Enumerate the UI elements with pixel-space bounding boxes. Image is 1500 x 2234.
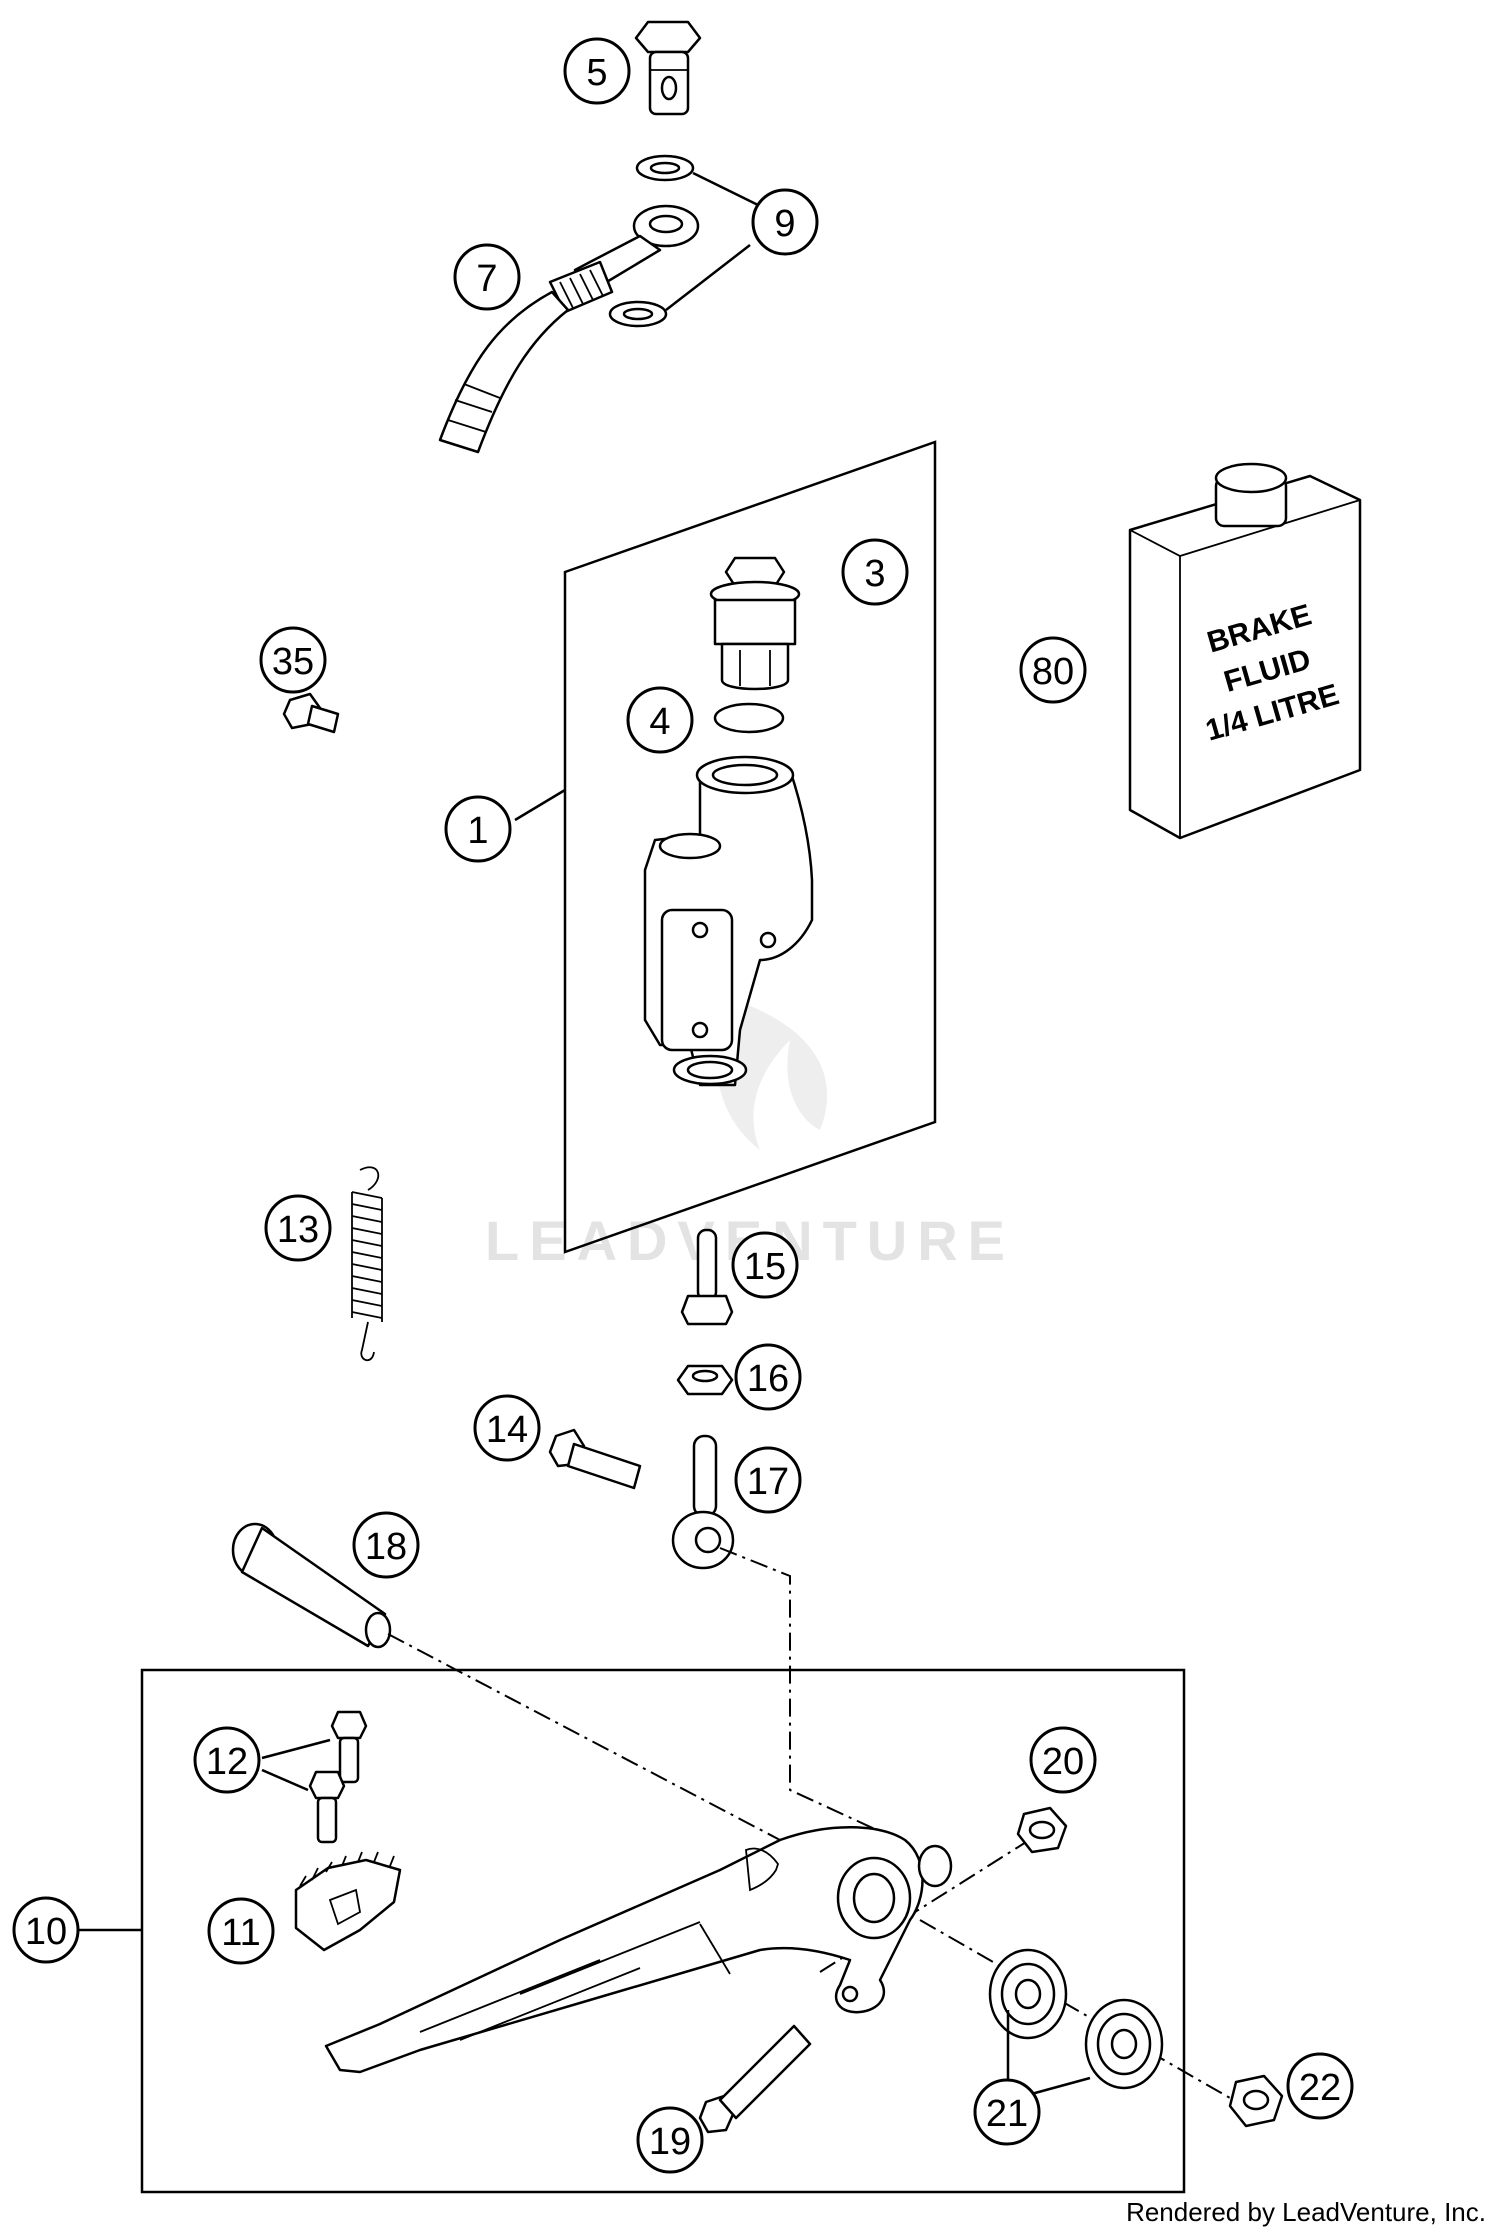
footer-credit: Rendered by LeadVenture, Inc.: [1126, 2197, 1486, 2227]
svg-text:19: 19: [649, 2121, 691, 2163]
brake-pedal-part: [324, 1826, 953, 2074]
footrest-bolts-part: [308, 1710, 368, 1844]
svg-text:3: 3: [864, 553, 885, 595]
callout-14: 14: [473, 1394, 541, 1462]
master-cylinder-part: [643, 755, 814, 1087]
assembly-line-pedal-bolt: [387, 1633, 781, 1841]
svg-text:10: 10: [25, 1911, 67, 1953]
svg-text:35: 35: [272, 641, 314, 683]
svg-text:11: 11: [221, 1912, 260, 1954]
pedal-tip-part: [294, 1851, 402, 1952]
callout-1: 1: [444, 795, 512, 863]
svg-text:18: 18: [365, 1526, 407, 1568]
svg-text:14: 14: [486, 1409, 528, 1451]
callout-35: 35: [259, 626, 327, 694]
callout-9: 9: [751, 188, 819, 256]
callout-15: 15: [731, 1231, 799, 1299]
pedal-nut-part: [1016, 1806, 1068, 1854]
svg-text:4: 4: [649, 701, 670, 743]
callout-22: 22: [1286, 2052, 1354, 2120]
svg-text:7: 7: [476, 258, 497, 300]
svg-text:80: 80: [1032, 651, 1074, 693]
svg-text:20: 20: [1042, 1741, 1084, 1783]
bearings-part: [988, 1948, 1164, 2090]
callout-13: 13: [264, 1194, 332, 1262]
svg-text:9: 9: [774, 203, 795, 245]
callout-21: 21: [973, 2078, 1041, 2146]
brake-fluid-can-part: BRAKE FLUID 1/4 LITRE: [1128, 462, 1362, 840]
master-cylinder-group-outline: [563, 440, 937, 1254]
leader-lines: [50, 788, 1091, 2098]
svg-text:17: 17: [747, 1461, 789, 1503]
svg-text:5: 5: [586, 52, 607, 94]
banjo-bolt-part: [634, 20, 702, 116]
callout-17: 17: [734, 1446, 802, 1514]
svg-text:13: 13: [277, 1209, 319, 1251]
callout-16: 16: [734, 1343, 802, 1411]
callout-11: 11: [207, 1897, 275, 1965]
pivot-bolt-part: [548, 1428, 642, 1490]
brake-hose-part: [438, 204, 700, 454]
callout-7: 7: [453, 243, 521, 311]
callout-20: 20: [1029, 1726, 1097, 1794]
hex-nut-part: [676, 1364, 734, 1396]
reservoir-fitting-part: [709, 556, 801, 691]
push-rod-part: [680, 1228, 734, 1326]
svg-text:1: 1: [467, 810, 488, 852]
callout-3: 3: [841, 538, 909, 606]
svg-text:12: 12: [206, 1741, 248, 1783]
axle-nut-part: [1228, 2074, 1284, 2128]
return-spring-part: [351, 1166, 383, 1362]
pedal-stop-bolt-part: [698, 2024, 812, 2134]
small-bolt-part: [282, 692, 340, 734]
svg-text:22: 22: [1299, 2067, 1341, 2109]
callout-10: 10: [12, 1896, 80, 1964]
callout-4: 4: [626, 686, 694, 754]
clevis-part: [671, 1434, 735, 1570]
svg-text:16: 16: [747, 1358, 789, 1400]
washer-parts: [608, 154, 759, 328]
svg-text:15: 15: [744, 1246, 786, 1288]
callout-5: 5: [563, 37, 631, 105]
assembly-line-bearings: [919, 1919, 1231, 2099]
callout-18: 18: [352, 1511, 420, 1579]
assembly-line-clevis: [719, 1547, 891, 1837]
callout-19: 19: [636, 2106, 704, 2174]
o-ring-part: [713, 702, 785, 734]
callout-12: 12: [193, 1726, 261, 1794]
brake-pedal-bolt-part: [231, 1522, 392, 1649]
callout-80: 80: [1019, 636, 1087, 704]
svg-text:21: 21: [986, 2093, 1028, 2135]
